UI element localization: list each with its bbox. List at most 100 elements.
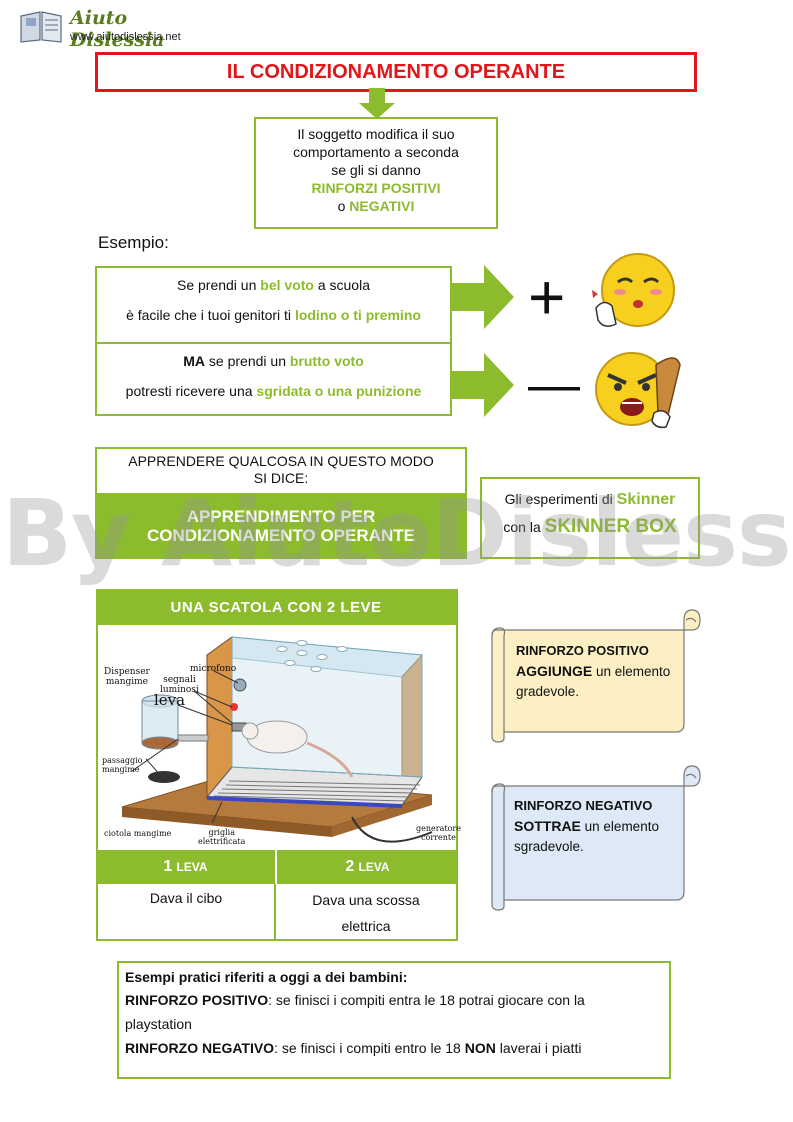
ma-text: MA [183,353,206,369]
example-negative-line2: potresti ricevere una sgridata o una pun… [97,376,450,406]
divider [97,342,450,344]
lever-divider [274,884,276,941]
intro-line: Il soggetto modifica il suo [297,126,455,142]
text: Se prendi un [176,277,257,293]
example-positive: Se prendi un bel voto a scuola è facile … [97,268,450,342]
label-ciotola: ciotola mangime [104,829,172,838]
practical-label: RINFORZO NEGATIVO [125,1040,275,1056]
scroll-line: gradevole. [516,684,580,699]
label-line: corrente [421,833,456,842]
intro-negative-line: o NEGATIVI [256,197,496,215]
lever1-desc: Dava il cibo [149,890,223,906]
lever2-desc: Dava una scossa elettrica [276,887,456,939]
learning-bar-line: APPRENDIMENTO PER [186,507,376,526]
intro-line: se gli si danno [331,162,421,178]
happy-face-icon [592,253,675,327]
right-arrow-icon [450,265,514,329]
book-icon [20,11,62,43]
lever-number: 1 [163,858,173,875]
intro-line: comportamento a seconda [293,144,459,160]
text: è facile che i tuoi genitori ti [126,307,292,323]
label-microfono: microfono [190,664,237,674]
label-line: elettrificata [198,837,246,846]
skinner-box: Gli esperimenti di Skinner con la SKINNE… [480,477,700,559]
label-line: griglia [208,828,235,837]
label-line: passaggio [102,756,143,765]
scroll-strong: AGGIUNGE [516,663,593,679]
label-segnali: segnali luminosi [160,675,199,695]
practical-positive: RINFORZO POSITIVO: se finisci i compiti … [125,987,663,1013]
learning-bar-line: CONDIZIONAMENTO OPERANTE [147,526,415,545]
label-griglia: griglia elettrificata [198,828,245,846]
example-negative-line1: MA se prendi un brutto voto [97,344,450,376]
intro-o: o [337,198,346,214]
scroll-positive-shape [491,609,701,743]
scroll-title: RINFORZO NEGATIVO [514,798,653,813]
desc-line: Dava una scossa [312,892,420,908]
learning-line: APPRENDERE QUALCOSA IN QUESTO MODO [128,453,434,469]
scroll-line: SOTTRAE un elemento [514,816,694,837]
skinner-box-section: UNA SCATOLA CON 2 LEVE [96,589,461,941]
text: : se finisci i compiti entro le 18 [274,1040,461,1056]
highlight: lodino o ti premino [294,307,421,323]
lever-word: LEVA [358,860,390,874]
text: con la [503,519,541,535]
lever1-header: 1 LEVA [96,850,275,884]
label-dispenser: Dispenser mangime [104,667,150,687]
lever2-header: 2 LEVA [277,850,458,884]
example-positive-line1: Se prendi un bel voto a scuola [97,268,450,300]
section-header: UNA SCATOLA CON 2 LEVE [96,589,456,625]
text: un elemento [596,664,671,679]
scroll-line: sgradevole. [514,839,584,854]
practical-positive-cont: playstation [125,1016,192,1032]
page-title-text: IL CONDIZIONAMENTO OPERANTE [226,60,566,83]
practical-negative: RINFORZO NEGATIVO: se finisci i compiti … [125,1035,663,1061]
skinner-line2: con la SKINNER BOX [482,512,698,542]
plus-sign: + [528,261,566,333]
label-passaggio: passaggio mangime [102,756,143,774]
text: un elemento [584,819,659,834]
label-line: luminosi [160,685,199,695]
intro-box: Il soggetto modifica il suo comportament… [254,117,498,229]
highlight: bel voto [260,277,314,293]
non-text: NON [464,1040,496,1056]
label-line: segnali [163,675,196,685]
label-line: Dispenser [104,667,150,677]
logo-name: Aiuto Dislessia [70,7,165,51]
scroll-negative-text: RINFORZO NEGATIVO SOTTRAE un elemento sg… [514,796,694,857]
angry-face-icon [595,352,681,429]
intro-positive: RINFORZI POSITIVI [311,180,441,196]
label-line: mangime [102,765,140,774]
learning-line: SI DICE: [253,470,309,486]
text: a scuola [317,277,370,293]
logo-url: www.aiutodislessia.net [70,31,181,43]
example-label: Esempio: [98,233,169,252]
lever-word: LEVA [176,860,208,874]
text: potresti ricevere una [125,383,253,399]
minus-sign: — [528,356,580,414]
scroll-negative-shape [491,765,701,911]
skinner-line1: Gli esperimenti di Skinner [482,487,698,512]
scroll-positive-text: RINFORZO POSITIVO AGGIUNGE un elemento g… [516,641,696,702]
intro-negative: NEGATIVI [349,198,415,214]
right-arrow-icon [450,353,514,417]
highlight: Skinner [616,491,676,508]
highlight: sgridata o una punizione [256,383,422,399]
down-arrow-icon [359,88,395,119]
text: Gli esperimenti di [504,491,613,507]
example-negative: MA se prendi un brutto voto potresti ric… [97,344,450,416]
scroll-line: AGGIUNGE un elemento [516,661,696,682]
example-box: Se prendi un bel voto a scuola è facile … [95,266,452,416]
label-line: mangime [105,677,149,687]
site-logo: Aiuto Dislessia www.aiutodislessia.net [18,6,218,51]
text: laverai i piatti [499,1040,582,1056]
example-positive-line2: è facile che i tuoi genitori ti lodino o… [97,300,450,330]
highlight: brutto voto [289,353,364,369]
learning-bar: APPRENDIMENTO PER CONDIZIONAMENTO OPERAN… [95,493,467,559]
section-header-text: UNA SCATOLA CON 2 LEVE [170,598,382,616]
highlight: SKINNER BOX [544,516,677,537]
lever-number: 2 [345,858,355,875]
learning-box: APPRENDERE QUALCOSA IN QUESTO MODO SI DI… [95,447,467,559]
practical-title: Esempi pratici riferiti a oggi a dei bam… [125,969,408,985]
text: se prendi un [208,353,286,369]
